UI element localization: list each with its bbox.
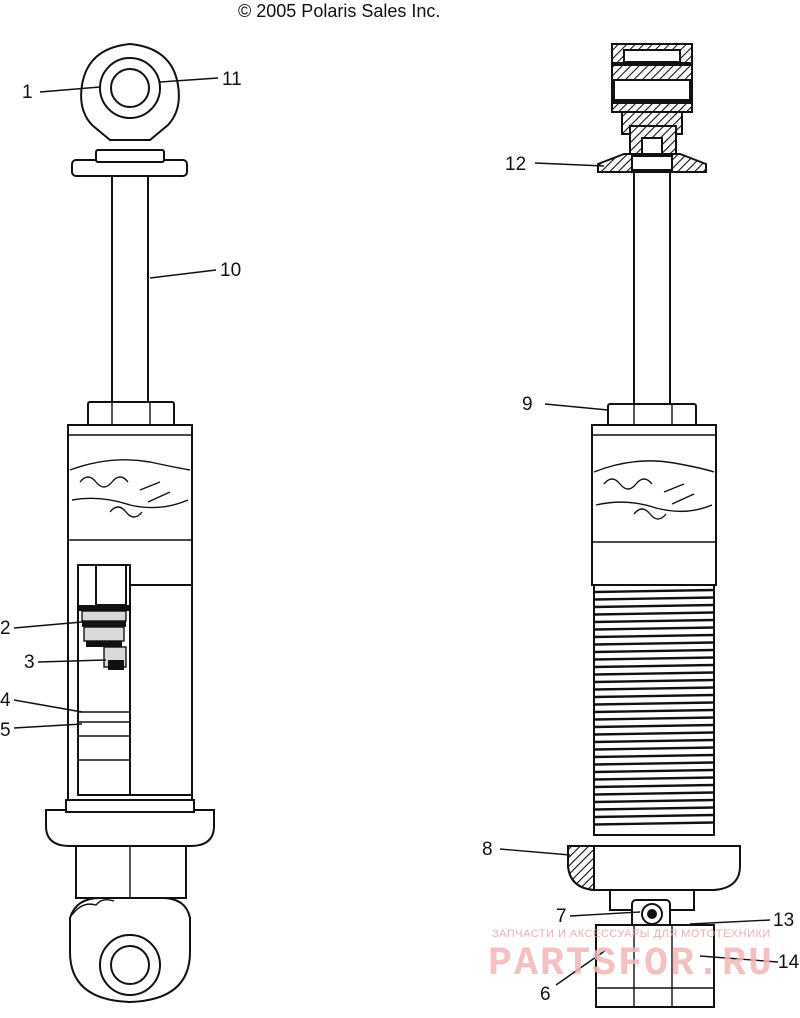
- thread-line: [593, 701, 715, 706]
- thread-line: [593, 768, 715, 774]
- thread-line: [593, 633, 715, 639]
- thread-line: [593, 821, 715, 826]
- thread-line: [593, 753, 715, 759]
- thread-line: [593, 656, 715, 661]
- callout-13: 13: [773, 910, 794, 931]
- callout-10: 10: [220, 260, 241, 281]
- thread-line: [593, 806, 715, 811]
- piston-shaft: [111, 175, 149, 403]
- callout-1: 1: [22, 82, 33, 103]
- watermark-tagline: ЗАПЧАСТИ И АКСЕССУАРЫ ДЛЯ МОТОТЕХНИКИ: [492, 928, 771, 940]
- callout-8: 8: [482, 839, 493, 860]
- thread-line: [593, 783, 715, 789]
- thread-line: [593, 671, 715, 676]
- callout-2: 2: [0, 618, 11, 639]
- callout-9: 9: [522, 394, 533, 415]
- thread-line: [593, 686, 715, 691]
- thread-line: [593, 791, 715, 796]
- watermark-logo: PARTSFOR.RU: [488, 942, 774, 987]
- watermark: ЗАПЧАСТИ И АКСЕССУАРЫ ДЛЯ МОТОТЕХНИКИ PA…: [488, 928, 774, 987]
- thread-line: [593, 596, 715, 601]
- callouts: 1 11 10 2 3 4 5 12 9 8 7 13 6 14: [0, 69, 800, 1005]
- top-bushing: [611, 43, 693, 157]
- thread-line: [593, 723, 715, 729]
- callout-4: 4: [0, 690, 11, 711]
- callout-7: 7: [556, 906, 567, 927]
- top-eyelet: [80, 42, 180, 141]
- bottom-eyelet: [69, 897, 191, 1004]
- thread-line: [593, 731, 715, 736]
- thread-line: [593, 603, 715, 609]
- body-decal: [69, 459, 191, 518]
- thread-line: [593, 588, 715, 594]
- seal-nut: [87, 401, 175, 427]
- thread-line: [593, 611, 715, 616]
- thread-line: [593, 798, 715, 804]
- thread-line: [593, 761, 715, 766]
- right-shaft: [633, 171, 671, 405]
- right-seal-nut: [607, 403, 697, 427]
- thread-line: [593, 746, 715, 751]
- left-shock-cutaway: [45, 42, 215, 1004]
- thread-line: [593, 618, 715, 624]
- callout-3: 3: [24, 652, 35, 673]
- thread-line: [593, 738, 715, 744]
- lower-clevis: [595, 889, 715, 1008]
- right-shock-body: [591, 424, 717, 586]
- copyright-text: © 2005 Polaris Sales Inc.: [238, 1, 440, 21]
- thread-line: [593, 708, 715, 714]
- threaded-body: [593, 584, 715, 836]
- thread-line: [593, 678, 715, 684]
- leader-lines: [13, 77, 779, 986]
- callout-14: 14: [778, 952, 800, 973]
- thread-line: [593, 693, 715, 699]
- bottom-collar: [45, 809, 215, 847]
- callout-12: 12: [505, 154, 526, 175]
- callout-11: 11: [222, 69, 242, 90]
- thread-line: [593, 641, 715, 646]
- right-body-decal: [593, 460, 715, 520]
- cutaway-window: [77, 564, 193, 796]
- thread-line: [593, 626, 715, 631]
- thread-line: [593, 663, 715, 669]
- thread-line: [593, 813, 715, 819]
- right-shock-exterior: [567, 43, 741, 1008]
- callout-6: 6: [540, 984, 551, 1005]
- callout-5: 5: [0, 720, 11, 741]
- thread-line: [593, 776, 715, 781]
- thread-line: [593, 648, 715, 654]
- thread-line: [593, 716, 715, 721]
